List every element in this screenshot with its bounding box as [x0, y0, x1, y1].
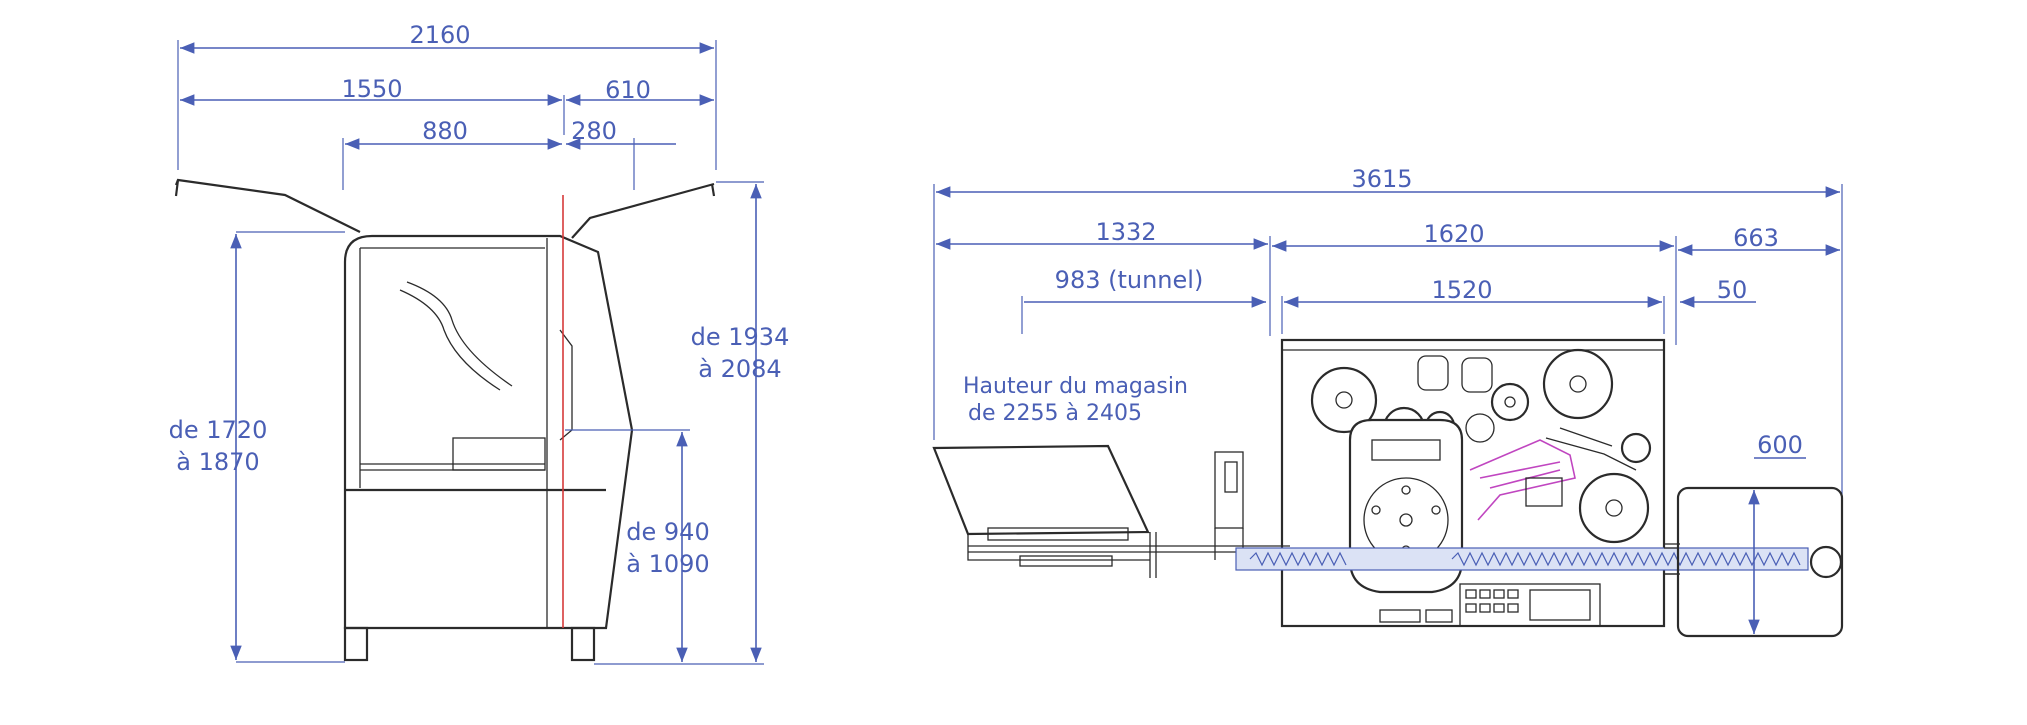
label-280: 280: [571, 117, 617, 145]
label-height-table-2: à 1090: [626, 550, 709, 578]
foot-right: [570, 626, 596, 662]
reel-6: [1578, 472, 1650, 544]
reel-4: [1490, 382, 1530, 422]
reel-1: [1310, 366, 1378, 434]
label-height-body-2: à 1870: [176, 448, 259, 476]
label-50: 50: [1717, 276, 1748, 304]
label-2160: 2160: [409, 21, 470, 49]
side-lid-left: [174, 178, 361, 233]
infeed-magazine: [932, 444, 1150, 536]
label-880: 880: [422, 117, 468, 145]
label-1550: 1550: [341, 75, 402, 103]
side-view: [174, 40, 764, 665]
reel-5: [1542, 348, 1614, 420]
label-height-total-2: à 2084: [698, 355, 781, 383]
label-tunnel: 983 (tunnel): [1055, 266, 1204, 294]
label-height-body-1: de 1720: [169, 416, 268, 444]
label-1520: 1520: [1431, 276, 1492, 304]
label-3615: 3615: [1351, 165, 1412, 193]
label-magazine-1: Hauteur du magasin: [963, 374, 1188, 399]
reel-7: [1620, 432, 1652, 464]
side-lid-right: [571, 182, 716, 239]
label-610: 610: [605, 76, 651, 104]
film-path: [1469, 439, 1576, 521]
label-height-total-1: de 1934: [691, 323, 790, 351]
label-height-table-1: de 940: [626, 518, 709, 546]
label-magazine-2: de 2255 à 2405: [968, 401, 1142, 426]
label-1332: 1332: [1095, 218, 1156, 246]
foot-left: [343, 626, 369, 662]
top-view: [932, 184, 1844, 638]
conveyor: [1235, 547, 1809, 571]
outfeed-roller: [1809, 545, 1843, 579]
label-600: 600: [1757, 431, 1803, 459]
side-body: [343, 234, 634, 630]
label-663: 663: [1733, 224, 1779, 252]
label-1620: 1620: [1423, 220, 1484, 248]
control-panel: [1459, 583, 1601, 627]
